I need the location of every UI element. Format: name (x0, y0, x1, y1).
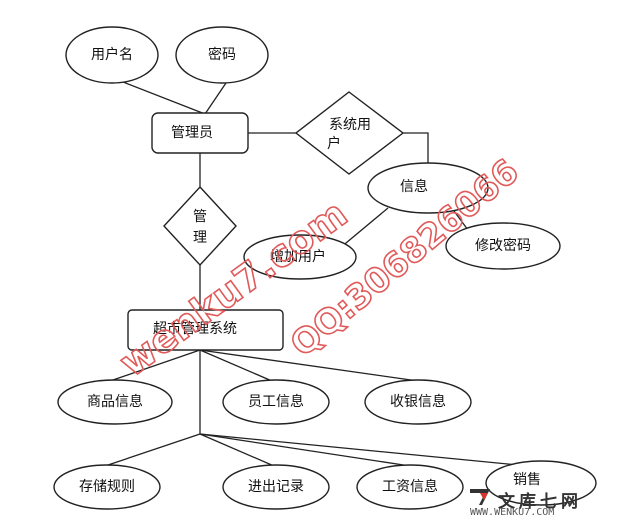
node-info-label: 信息 (400, 178, 428, 195)
logo-url: WWW.WENKU7.COM (470, 507, 555, 518)
node-username: 用户名 (65, 26, 159, 84)
node-in-out-records-label: 进出记录 (248, 479, 304, 495)
node-product-info-label: 商品信息 (87, 393, 143, 410)
edge-password-admin (204, 79, 229, 115)
node-manage: 管 理 (163, 185, 237, 267)
node-supermarket-system: 超市管理系统 (127, 309, 284, 351)
logo-title: 文库七网 (498, 492, 582, 512)
edge-trunk-inout (199, 433, 275, 467)
node-manage-line2: 理 (193, 230, 207, 246)
node-storage-rules: 存储规则 (53, 464, 161, 510)
node-add-user: 增加用户 (243, 234, 357, 280)
edge-username-admin (117, 79, 206, 115)
logo-mark-icon (470, 489, 490, 505)
node-manage-line1: 管 (193, 209, 207, 225)
node-sales-label: 销售 (513, 472, 541, 488)
edge-info-changepw (453, 210, 469, 231)
node-salary-info: 工资信息 (356, 464, 464, 510)
node-change-password: 修改密码 (445, 222, 561, 270)
node-product-info: 商品信息 (57, 379, 173, 425)
edge-system-staff (199, 349, 273, 382)
node-admin-label: 管理员 (171, 125, 213, 141)
node-system-user-line2: 户 (327, 135, 341, 152)
node-supermarket-system-label: 超市管理系统 (153, 320, 237, 337)
node-system-user: 系统用 户 (294, 91, 405, 175)
edges (104, 79, 529, 467)
node-salary-info-label: 工资信息 (382, 478, 438, 495)
node-password-label: 密码 (208, 46, 236, 63)
node-in-out-records: 进出记录 (222, 464, 330, 510)
node-system-user-line1: 系统用 (329, 117, 371, 133)
node-cashier-info-label: 收银信息 (390, 393, 446, 410)
node-staff-info-label: 员工信息 (248, 393, 304, 410)
node-info: 信息 (367, 162, 489, 214)
node-storage-rules-label: 存储规则 (79, 479, 135, 495)
edge-info-adduser (339, 207, 389, 249)
node-add-user-label: 增加用户 (270, 248, 326, 265)
node-password: 密码 (175, 26, 269, 84)
edge-system-product (109, 349, 201, 382)
edge-systemuser-info (403, 132, 429, 166)
node-change-password-label: 修改密码 (475, 237, 531, 254)
node-sales: 销售 (485, 460, 597, 506)
edge-trunk-storage (104, 433, 201, 467)
edge-trunk-salary (199, 433, 411, 467)
site-logo: 文库七网 WWW.WENKU7.COM (470, 487, 602, 521)
node-username-label: 用户名 (91, 46, 133, 63)
edge-system-cashier (199, 349, 419, 382)
edge-trunk-sales (199, 433, 529, 467)
node-staff-info: 员工信息 (222, 379, 330, 425)
node-admin: 管理员 (151, 112, 249, 154)
node-cashier-info: 收银信息 (364, 379, 472, 425)
